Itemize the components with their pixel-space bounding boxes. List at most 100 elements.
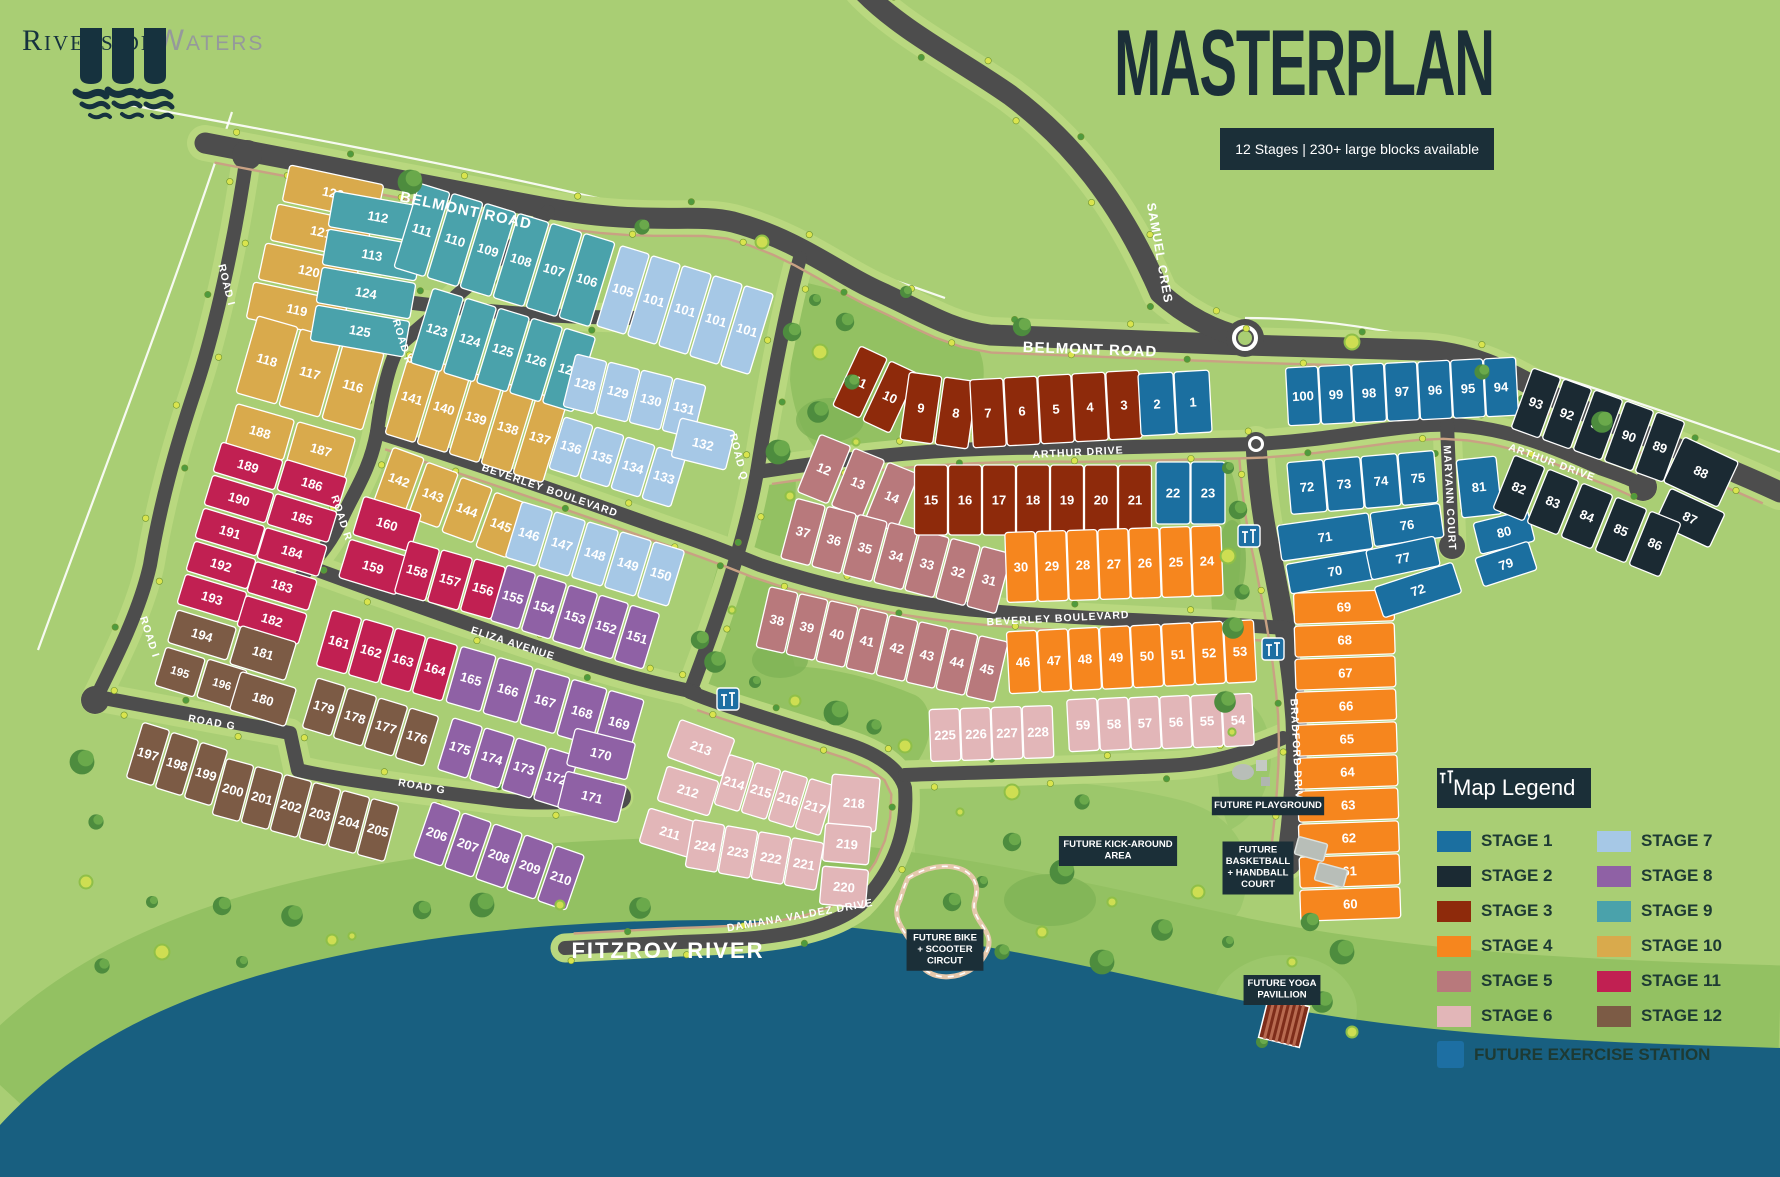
svg-text:159: 159 [360,557,385,578]
lot-134: 134 [610,436,656,498]
lot-188: 188 [225,403,295,461]
lot-85: 85 [1595,497,1647,563]
svg-text:184: 184 [279,542,305,563]
svg-text:96: 96 [1427,382,1442,398]
lot-22: 22 [1155,461,1191,525]
svg-text:112: 112 [366,208,389,226]
lot-149: 149 [604,531,652,597]
legend-item-stage-5: STAGE 5 [1437,964,1597,998]
lot-56: 56 [1159,694,1193,750]
lot-203: 203 [298,782,342,846]
lot-43: 43 [905,621,949,689]
svg-text:221: 221 [792,855,816,874]
svg-text:163: 163 [390,650,415,670]
svg-text:118: 118 [255,350,279,370]
svg-text:193: 193 [199,588,224,609]
lot-58: 58 [1097,696,1131,752]
svg-text:201: 201 [250,788,275,808]
road-label-belmont: BELMONT ROAD [1022,339,1157,361]
lot-205: 205 [356,798,400,862]
legend-item-label: STAGE 9 [1641,901,1713,920]
stage-color-swatch [1597,900,1631,922]
svg-text:80: 80 [1495,523,1513,541]
svg-text:72: 72 [1299,479,1315,495]
svg-text:31: 31 [980,571,998,589]
svg-text:168: 168 [569,702,594,722]
svg-text:30: 30 [1014,559,1029,574]
svg-text:1: 1 [1189,394,1197,409]
lot-124: 124 [443,298,497,382]
lot-33: 33 [904,530,950,598]
svg-text:136: 136 [558,437,583,458]
lot-101: 101 [627,255,681,345]
svg-text:140: 140 [431,398,456,419]
lot-88: 88 [1663,437,1739,507]
svg-text:AREA: AREA [1105,851,1132,862]
legend-item-stage-9: STAGE 9 [1597,894,1772,928]
lot-201: 201 [240,766,284,830]
svg-text:139: 139 [463,408,488,429]
svg-text:223: 223 [726,843,750,862]
stage-color-swatch [1597,970,1631,992]
svg-text:44: 44 [948,653,966,671]
svg-text:133: 133 [651,467,676,488]
lot-30: 30 [1004,530,1038,604]
svg-text:28: 28 [1076,557,1091,572]
lot-36: 36 [811,506,857,574]
svg-text:83: 83 [1543,492,1562,511]
svg-text:6: 6 [1018,403,1026,418]
lot-195: 195 [154,646,206,698]
lot-179: 179 [302,677,346,737]
lot-82: 82 [1493,455,1545,521]
svg-text:154: 154 [531,597,557,618]
lot-50: 50 [1129,623,1165,689]
stage-color-swatch [1597,1005,1631,1027]
svg-text:94: 94 [1493,379,1509,395]
svg-text:41: 41 [858,632,875,650]
svg-text:93: 93 [1527,394,1546,413]
lot-29: 29 [1035,529,1069,603]
lot-146: 146 [505,501,553,567]
svg-text:210: 210 [548,867,573,888]
svg-text:169: 169 [606,713,631,733]
svg-text:124: 124 [354,284,379,303]
lot-12: 12 [797,434,851,504]
lot-168: 168 [556,679,608,745]
lot-15: 15 [913,464,949,536]
lot-27: 27 [1097,527,1131,601]
svg-text:105: 105 [610,280,635,301]
svg-text:165: 165 [458,669,483,689]
svg-text:205: 205 [366,820,391,840]
lot-49: 49 [1098,625,1134,690]
lot-180: 180 [229,671,297,727]
svg-text:126: 126 [523,350,548,371]
svg-text:177: 177 [373,717,398,738]
svg-text:53: 53 [1232,644,1247,660]
svg-text:95: 95 [1460,381,1475,397]
svg-text:119: 119 [285,301,309,320]
lot-164: 164 [412,636,458,702]
svg-text:8: 8 [951,405,960,421]
svg-text:137: 137 [527,428,552,449]
svg-text:+ SCOOTER: + SCOOTER [917,944,972,955]
svg-text:166: 166 [495,680,520,700]
svg-text:16: 16 [958,493,972,508]
svg-text:129: 129 [606,382,631,402]
lot-126: 126 [509,318,563,402]
svg-text:164: 164 [422,659,448,680]
lot-125: 125 [476,308,530,392]
svg-text:156: 156 [470,579,495,599]
lot-124: 124 [315,266,417,320]
svg-text:198: 198 [164,754,189,775]
svg-text:24: 24 [1200,553,1216,569]
svg-text:141: 141 [399,388,424,409]
lot-138: 138 [480,383,536,473]
lot-90: 90 [1604,400,1654,472]
svg-text:68: 68 [1337,632,1352,647]
svg-text:9: 9 [916,400,925,416]
lot-197: 197 [126,722,170,786]
svg-text:199: 199 [193,764,218,785]
lot-93: 93 [1511,367,1561,439]
lot-150: 150 [637,541,685,607]
lot-207: 207 [444,812,492,878]
